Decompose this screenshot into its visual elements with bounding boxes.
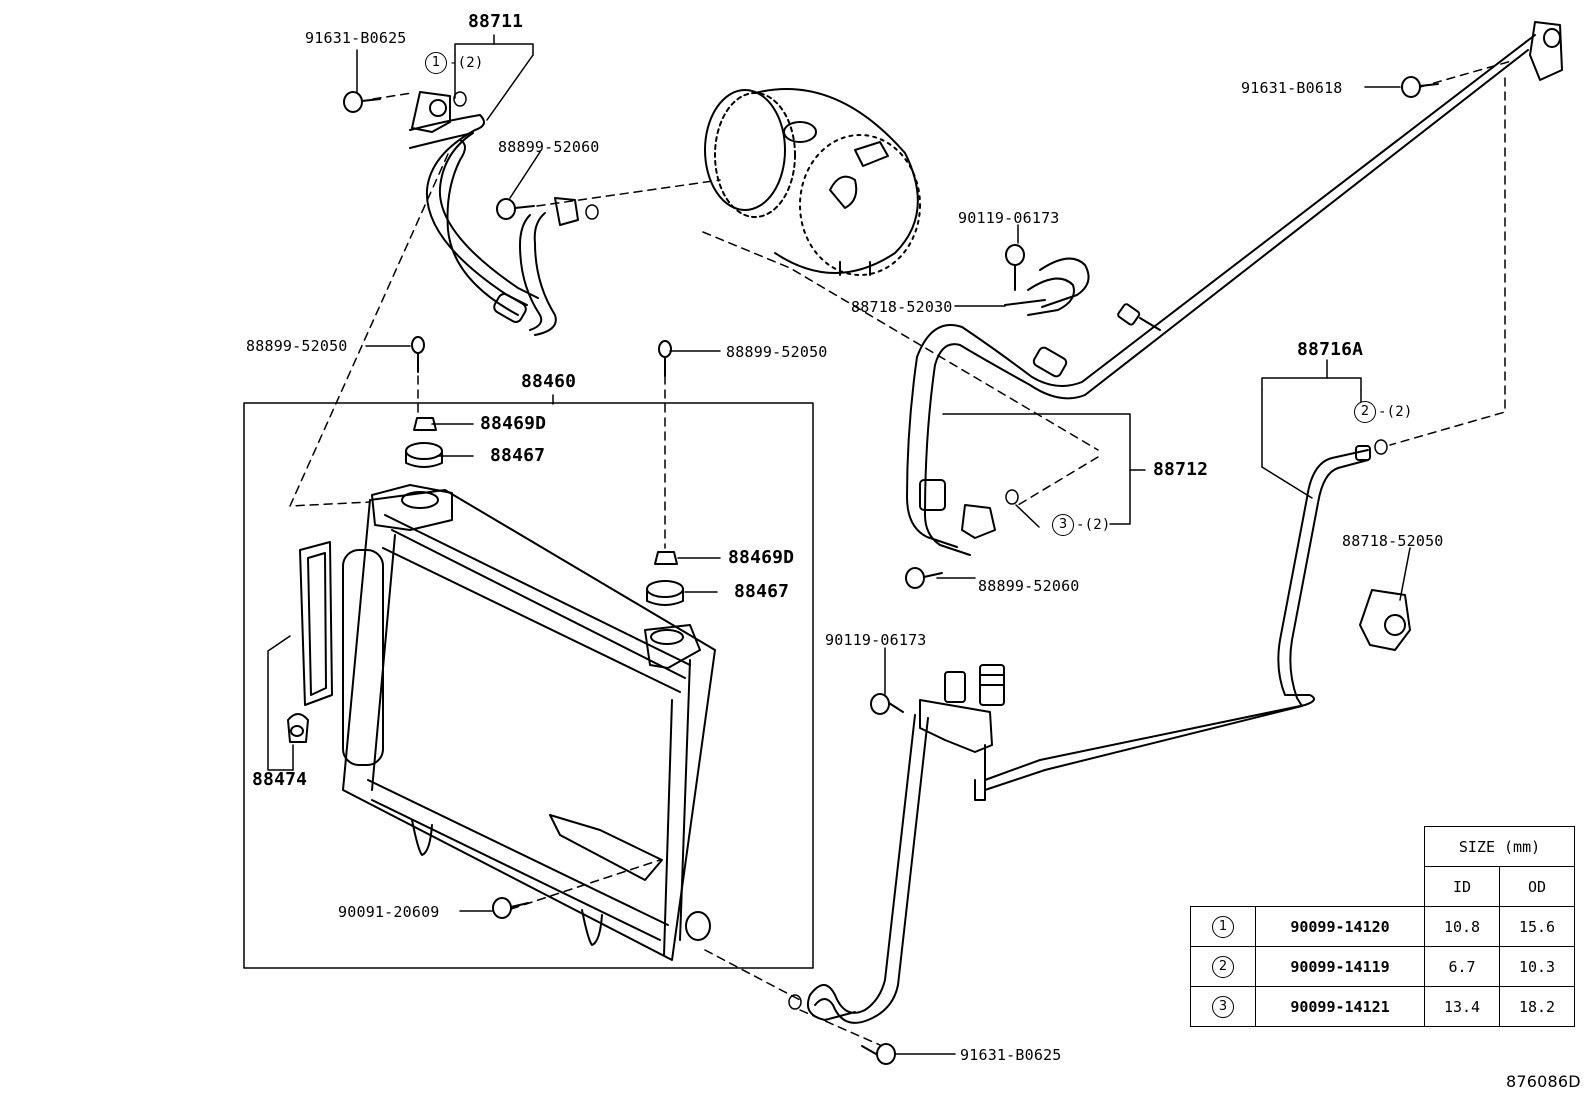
liquid-pipe-88716a	[984, 445, 1411, 791]
row-index-circle: 3	[1212, 995, 1234, 1018]
label-88474: 88474	[252, 769, 308, 790]
grommets	[405, 417, 684, 606]
size-header: SIZE (mm)	[1424, 826, 1575, 867]
label-88718-52050: 88718-52050	[1342, 532, 1444, 550]
bolts	[343, 76, 1439, 1065]
tube-to-condenser	[806, 664, 1005, 1024]
label-88469d-mid: 88469D	[728, 547, 795, 568]
label-88460: 88460	[521, 371, 577, 392]
condenser-kit-frame	[243, 402, 814, 969]
dashed-lines	[289, 59, 1516, 1046]
oring-ref-1-qty: -(2)	[449, 55, 484, 71]
col-od-header: OD	[1499, 866, 1575, 907]
label-88467-mid: 88467	[734, 581, 790, 602]
table-subheader-row: ID OD	[1191, 866, 1575, 907]
oring-ref-2-circle: 2	[1354, 401, 1376, 423]
table-row: 1 90099-14120 10.8 15.6	[1190, 906, 1575, 947]
label-88899-52060-mid: 88899-52060	[978, 577, 1080, 595]
label-91631-b0625-bottom: 91631-B0625	[960, 1046, 1062, 1064]
condenser	[342, 484, 716, 961]
row-id: 10.8	[1424, 906, 1500, 947]
row-id: 13.4	[1424, 986, 1500, 1027]
label-90119-06173-top: 90119-06173	[958, 209, 1060, 227]
row-id: 6.7	[1424, 946, 1500, 987]
row-index-circle: 1	[1212, 915, 1234, 938]
label-88716a: 88716A	[1297, 339, 1364, 360]
side-panel-88474	[287, 541, 333, 743]
table-row: 2 90099-14119 6.7 10.3	[1190, 946, 1575, 987]
suction-pipe-88712	[906, 21, 1563, 556]
diagram-id: 876086D	[1506, 1072, 1581, 1091]
label-88899-52050-right: 88899-52050	[726, 343, 828, 361]
label-88899-52050-left: 88899-52050	[246, 337, 348, 355]
label-88718-52030: 88718-52030	[851, 298, 953, 316]
row-od: 18.2	[1499, 986, 1575, 1027]
row-part-number: 90099-14120	[1255, 906, 1425, 947]
label-90119-06173-mid: 90119-06173	[825, 631, 927, 649]
label-91631-b0618: 91631-B0618	[1241, 79, 1343, 97]
label-88711: 88711	[468, 11, 524, 32]
oring-ref-1-circle: 1	[425, 52, 447, 74]
row-index-circle: 2	[1212, 955, 1234, 978]
label-91631-b0625-top: 91631-B0625	[305, 29, 407, 47]
table-row: 3 90099-14121 13.4 18.2	[1190, 986, 1575, 1027]
row-od: 10.3	[1499, 946, 1575, 987]
col-id-header: ID	[1424, 866, 1500, 907]
label-88467-top: 88467	[490, 445, 546, 466]
compressor	[704, 88, 921, 276]
row-part-number: 90099-14121	[1255, 986, 1425, 1027]
bracket-88718-52030	[1039, 257, 1090, 308]
row-od: 15.6	[1499, 906, 1575, 947]
label-88469d-top: 88469D	[480, 413, 547, 434]
table-header-row: SIZE (mm)	[1191, 826, 1575, 867]
label-90091-20609: 90091-20609	[338, 903, 440, 921]
o-ring-size-table: SIZE (mm) ID OD 1 90099-14120 10.8 15.6 …	[1190, 826, 1575, 1027]
discharge-hose-88711	[409, 91, 579, 336]
label-88712: 88712	[1153, 459, 1209, 480]
label-88899-52060-top: 88899-52060	[498, 138, 600, 156]
o-rings	[453, 91, 1388, 1010]
oring-ref-3-qty: -(2)	[1076, 517, 1111, 533]
oring-ref-2-qty: -(2)	[1378, 404, 1413, 420]
oring-ref-3-circle: 3	[1052, 514, 1074, 536]
row-part-number: 90099-14119	[1255, 946, 1425, 987]
leader-lines	[267, 34, 1411, 1055]
